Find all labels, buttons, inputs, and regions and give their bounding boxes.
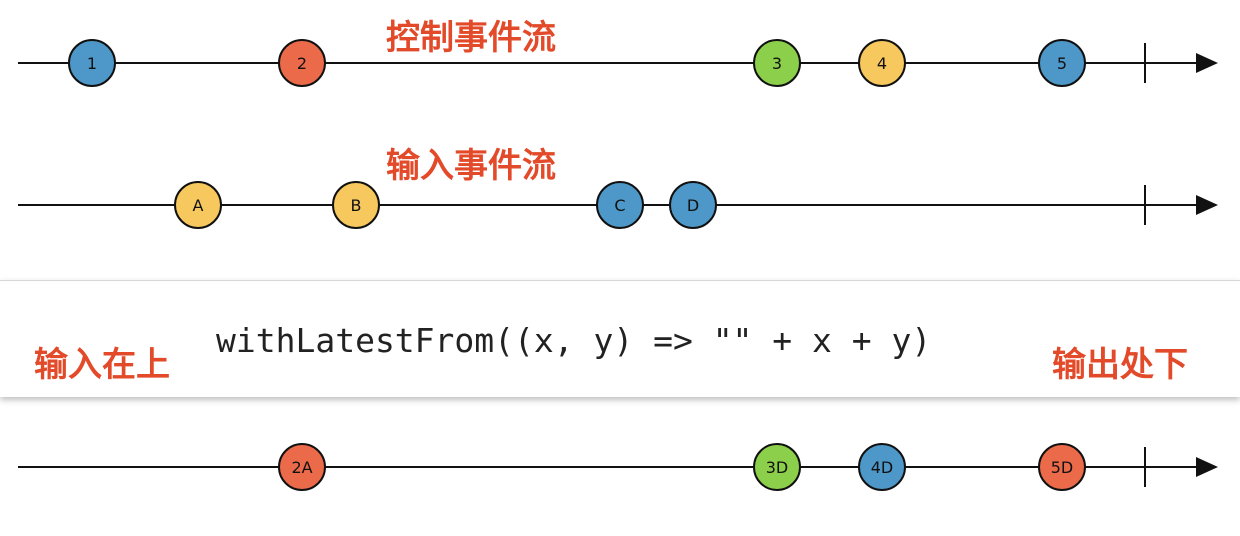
marble-b: B [332,181,380,229]
arrow-right-icon [1196,457,1218,477]
operator-box: 输入在上 withLatestFrom((x, y) => "" + x + y… [0,280,1240,397]
marble-3: 3 [753,39,801,87]
timeline-line [18,62,1196,64]
marble-2a: 2A [278,443,326,491]
arrow-right-icon [1196,53,1218,73]
control-stream-title: 控制事件流 [386,18,556,58]
completion-tick [1144,185,1146,225]
marble-4: 4 [858,39,906,87]
marble-d: D [669,181,717,229]
control-stream-timeline: 1 2 3 4 5 [0,33,1240,93]
marble-c: C [596,181,644,229]
completion-tick [1144,43,1146,83]
marble-4d: 4D [858,443,906,491]
arrow-right-icon [1196,195,1218,215]
completion-tick [1144,447,1146,487]
marble-a: A [174,181,222,229]
marble-3d: 3D [753,443,801,491]
marble-5: 5 [1038,39,1086,87]
input-stream-title: 输入事件流 [386,146,556,186]
operator-code: withLatestFrom((x, y) => "" + x + y) [216,321,932,360]
marble-5d: 5D [1038,443,1086,491]
operator-left-note: 输入在上 [34,345,170,385]
input-stream-timeline: A B C D [0,175,1240,235]
output-stream-timeline: 2A 3D 4D 5D [0,437,1240,497]
marble-2: 2 [278,39,326,87]
marble-1: 1 [68,39,116,87]
operator-right-note: 输出处下 [1052,345,1188,385]
timeline-line [18,466,1196,468]
